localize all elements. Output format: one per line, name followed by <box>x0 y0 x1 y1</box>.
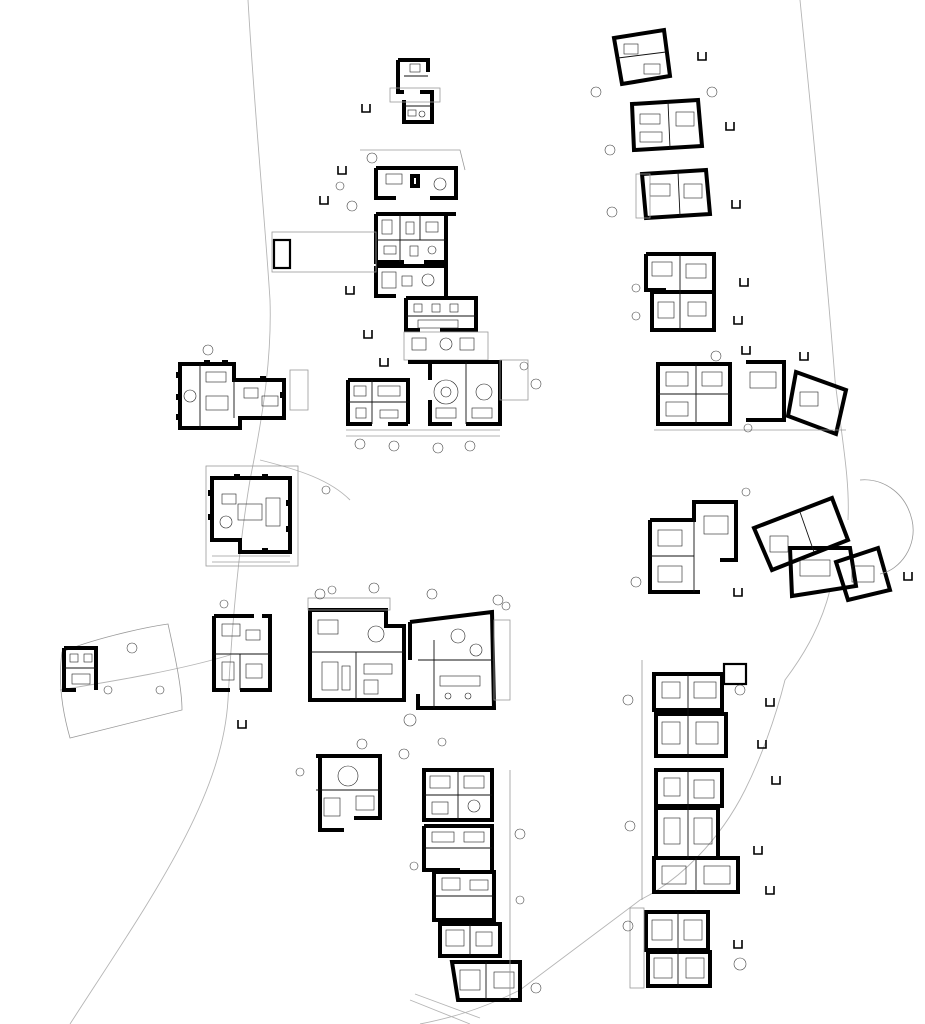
section-markers <box>237 52 913 949</box>
building-b <box>271 149 466 298</box>
building-d <box>346 359 529 437</box>
building-f <box>205 465 299 567</box>
site-paths <box>59 0 849 1024</box>
building-g <box>60 623 183 739</box>
building-t <box>629 907 712 989</box>
building-p <box>644 252 716 332</box>
building-j <box>408 609 511 710</box>
building-m <box>611 27 673 87</box>
building-q <box>654 360 849 437</box>
building-l <box>422 768 522 1002</box>
building-o <box>635 167 713 221</box>
building-h <box>212 614 272 692</box>
building-c <box>403 296 489 361</box>
building-r <box>648 479 914 603</box>
building-i <box>307 597 406 702</box>
building-n <box>629 97 705 153</box>
building-e <box>176 360 309 430</box>
building-s <box>641 660 748 900</box>
building-k <box>316 754 382 832</box>
building-a <box>389 58 441 124</box>
landscape-trees <box>103 86 753 994</box>
